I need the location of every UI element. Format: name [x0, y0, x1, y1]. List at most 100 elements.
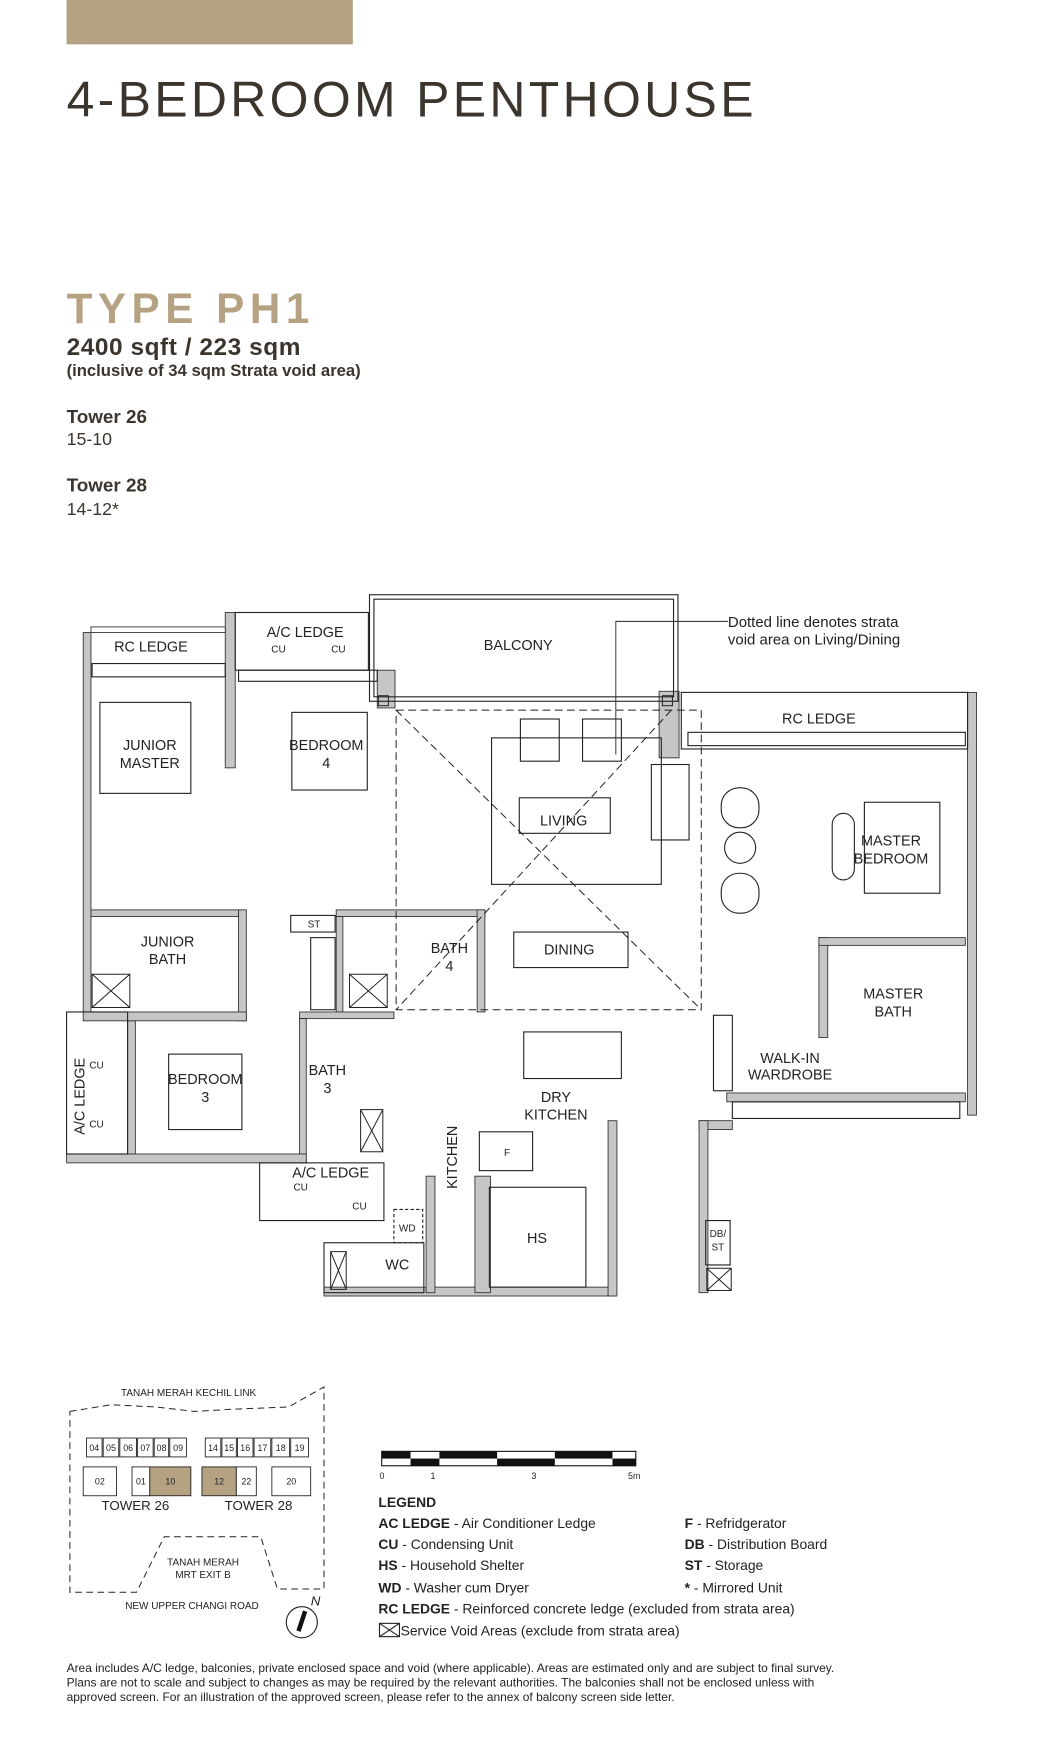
- legend-item: ST - Storage: [685, 1558, 764, 1574]
- bedroom-3-label: BEDROOM: [168, 1072, 242, 1088]
- scale-label: 5m: [628, 1471, 640, 1481]
- site-unit-label: 14: [208, 1443, 218, 1453]
- north-compass-icon: N: [285, 1594, 321, 1639]
- scale-label: 3: [531, 1471, 536, 1481]
- legend-item: DB - Distribution Board: [685, 1537, 828, 1553]
- site-unit-block: [235, 1466, 257, 1497]
- fridge-label: F: [504, 1148, 510, 1159]
- mrt-label: MRT EXIT B: [175, 1570, 231, 1581]
- unit-type: TYPE PH1: [66, 286, 315, 333]
- legend-key: F: [684, 1515, 694, 1532]
- rc-ledge-left-label: RC LEDGE: [114, 639, 188, 655]
- north-label: N: [311, 1594, 321, 1609]
- area-note: (inclusive of 34 sqm Strata void area): [66, 361, 361, 381]
- legend-desc: - Household Shelter: [397, 1557, 525, 1574]
- household-shelter-label: HS: [527, 1231, 547, 1247]
- site-unit-block: [102, 1437, 120, 1458]
- bath-4-label: 4: [445, 959, 453, 975]
- site-unit-label: 10: [165, 1477, 175, 1487]
- service-void-icon: [378, 1622, 401, 1638]
- master-bedroom-label: BEDROOM: [854, 851, 928, 867]
- site-unit-label: 09: [173, 1443, 183, 1453]
- cu-label: CU: [271, 644, 285, 655]
- kitchen-label: KITCHEN: [445, 1126, 461, 1189]
- scale-bar: 0 1 3 5m: [379, 1450, 640, 1481]
- scale-label: 0: [379, 1471, 384, 1481]
- dining-label: DINING: [544, 942, 594, 958]
- site-unit-block: [153, 1437, 170, 1458]
- site-unit-block: [221, 1437, 237, 1458]
- legend-desc: - Storage: [702, 1557, 764, 1574]
- db-store-label: ST: [712, 1243, 725, 1254]
- site-unit-label: 22: [241, 1477, 251, 1487]
- tower-28-units: 14-12*: [66, 500, 119, 520]
- walk-in-wardrobe-label: WARDROBE: [748, 1068, 832, 1084]
- site-unit-label: 06: [123, 1443, 133, 1453]
- legend-key: RC LEDGE: [378, 1601, 451, 1617]
- scale-label: 1: [431, 1471, 436, 1481]
- site-unit-label: 16: [240, 1443, 250, 1453]
- road-bottom-label: NEW UPPER CHANGI ROAD: [125, 1601, 258, 1612]
- legend-item: * - Mirrored Unit: [685, 1580, 783, 1596]
- legend-title: LEGEND: [378, 1494, 437, 1511]
- cu-label: CU: [352, 1201, 366, 1212]
- ac-ledge-top-label: A/C LEDGE: [267, 625, 344, 641]
- site-unit-label: 20: [286, 1477, 296, 1487]
- footer-line: Plans are not to scale and subject to ch…: [66, 1676, 815, 1690]
- site-unit-block: [119, 1437, 137, 1458]
- junior-bath-label: BATH: [149, 952, 186, 968]
- floor-plan: Dotted line denotes strata void area on …: [66, 594, 977, 1297]
- storage-label: ST: [308, 920, 321, 931]
- cu-label: CU: [89, 1061, 103, 1072]
- master-bedroom-label: MASTER: [861, 834, 921, 850]
- legend-desc: - Washer cum Dryer: [401, 1580, 529, 1596]
- site-unit-block: [82, 1466, 117, 1497]
- legend-key: ST: [684, 1557, 703, 1574]
- page-title: 4-BEDROOM PENTHOUSE: [66, 71, 757, 128]
- legend-key: AC LEDGE: [378, 1515, 451, 1532]
- rc-ledge-right-label: RC LEDGE: [782, 711, 856, 727]
- legend-desc: - Air Conditioner Ledge: [450, 1515, 596, 1532]
- site-boundary: [69, 1386, 325, 1593]
- site-unit-block: [149, 1466, 192, 1497]
- legend-desc: - Condensing Unit: [398, 1536, 514, 1553]
- outlines: [66, 594, 969, 1294]
- walk-in-wardrobe-label: WALK-IN: [760, 1051, 820, 1067]
- strata-void-lines: [395, 709, 702, 1011]
- junior-bath-label: JUNIOR: [141, 934, 195, 950]
- legend-desc: - Distribution Board: [704, 1536, 828, 1553]
- site-unit-block: [86, 1437, 103, 1458]
- site-unit-block: [137, 1437, 154, 1458]
- room-labels: Dotted line denotes strata void area on …: [72, 614, 928, 1273]
- site-unit-label: 01: [136, 1477, 146, 1487]
- legend-item: AC LEDGE - Air Conditioner Ledge: [378, 1516, 595, 1532]
- legend-desc: - Refridgerator: [693, 1515, 787, 1532]
- note-leader-line: [615, 620, 728, 755]
- legend-key: HS: [378, 1557, 398, 1574]
- site-unit-block: [169, 1437, 187, 1458]
- bedroom-3-label: 3: [201, 1090, 209, 1106]
- site-unit-label: 17: [257, 1443, 267, 1453]
- master-bath-label: BATH: [875, 1004, 912, 1020]
- site-unit-label: 08: [157, 1443, 167, 1453]
- note-line-1: Dotted line denotes strata: [728, 614, 899, 631]
- legend-item: HS - Household Shelter: [378, 1558, 524, 1574]
- site-unit-label: 02: [95, 1477, 105, 1487]
- legend-item: WD - Washer cum Dryer: [378, 1580, 529, 1596]
- legend-item: RC LEDGE - Reinforced concrete ledge (ex…: [378, 1601, 794, 1617]
- brand-color-bar: [66, 0, 353, 45]
- bath-3-label: BATH: [309, 1063, 346, 1079]
- site-unit-label: 05: [106, 1443, 116, 1453]
- tower-26-units: 15-10: [66, 430, 112, 450]
- master-bath-label: MASTER: [863, 987, 923, 1003]
- balcony-label: BALCONY: [484, 638, 553, 654]
- legend-item: CU - Condensing Unit: [378, 1537, 513, 1553]
- legend-desc: - Reinforced concrete ledge (excluded fr…: [450, 1601, 795, 1617]
- legend-desc: Service Void Areas (exclude from strata …: [400, 1623, 680, 1639]
- washer-dryer-label: WD: [399, 1224, 416, 1235]
- tower-26-label: Tower 26: [66, 406, 147, 428]
- bath-3-label: 3: [323, 1081, 331, 1097]
- footer-line: approved screen. For an illustration of …: [66, 1691, 675, 1705]
